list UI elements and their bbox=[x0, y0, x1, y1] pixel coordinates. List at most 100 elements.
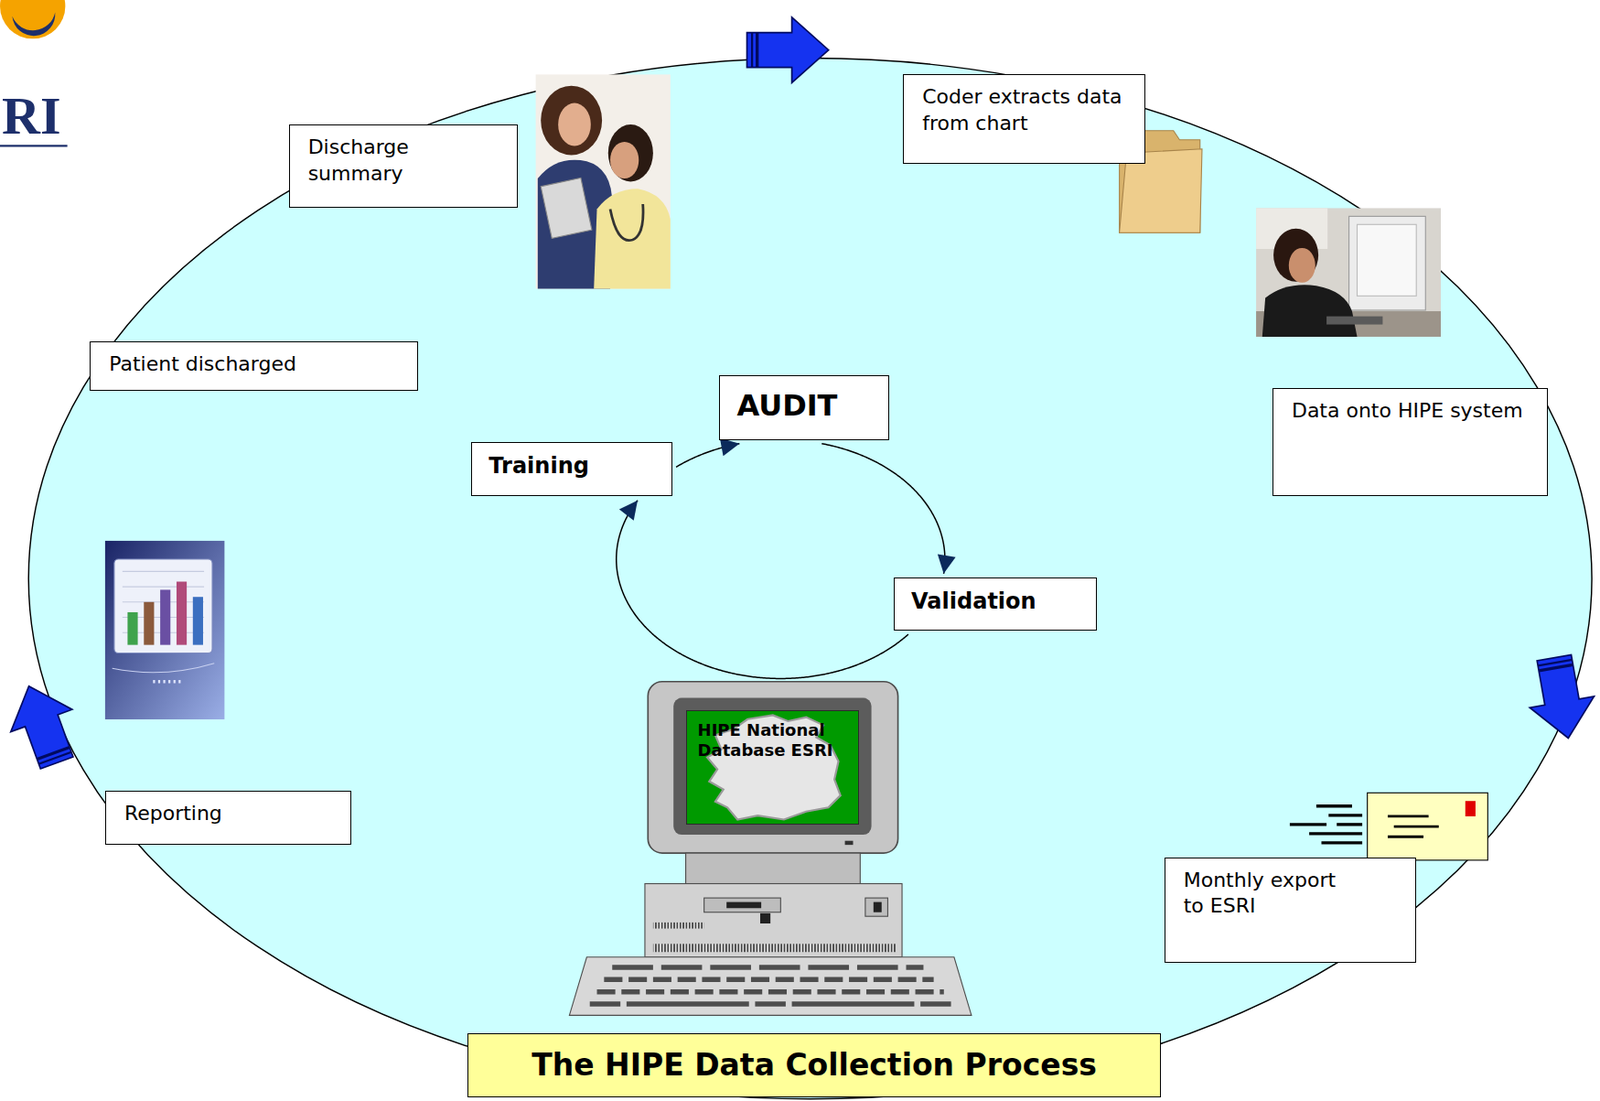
box-text: Reporting bbox=[124, 800, 333, 827]
cycle-ellipse bbox=[28, 58, 1592, 1099]
step-box: Patient discharged bbox=[89, 341, 419, 391]
nurses-photo bbox=[540, 177, 592, 238]
computer-illustration bbox=[653, 922, 705, 929]
box-text: Monthly export to ESRI bbox=[1183, 867, 1353, 920]
envelope-icon bbox=[1465, 800, 1476, 817]
cycle-connector bbox=[676, 443, 740, 468]
computer-illustration bbox=[845, 840, 854, 845]
title-box: The HIPE Data Collection Process bbox=[467, 1032, 1161, 1096]
computer-illustration bbox=[726, 902, 762, 909]
computer-illustration bbox=[590, 1000, 952, 1007]
logo-text: RI bbox=[1, 89, 61, 143]
coder-photo bbox=[1256, 207, 1441, 336]
envelope-icon bbox=[1328, 813, 1363, 817]
step-box: Coder extracts data from chart bbox=[902, 74, 1145, 164]
box-text: Data onto HIPE system bbox=[1291, 397, 1529, 425]
logo-mark bbox=[0, 0, 65, 39]
envelope-icon bbox=[1289, 822, 1327, 826]
flow-arrow bbox=[0, 674, 88, 774]
computer-illustration bbox=[603, 977, 934, 983]
title: The HIPE Data Collection Process bbox=[531, 1046, 1097, 1084]
envelope-icon bbox=[1387, 815, 1429, 818]
nurses-photo bbox=[558, 103, 591, 147]
logo-mark bbox=[0, 144, 68, 147]
box-text: Validation bbox=[911, 587, 1080, 616]
nurses-photo bbox=[536, 74, 671, 289]
flow-arrow bbox=[755, 32, 759, 68]
nurses-photo bbox=[540, 85, 602, 156]
cycle-ellipse bbox=[28, 58, 1592, 1099]
computer-illustration bbox=[597, 988, 945, 995]
computer-illustration bbox=[673, 697, 871, 835]
flow-arrow bbox=[1522, 651, 1600, 743]
cycle-step-box: AUDIT bbox=[719, 375, 889, 440]
chart-screen-image bbox=[176, 581, 187, 645]
nurses-photo bbox=[610, 141, 639, 179]
chart-screen-image bbox=[152, 679, 183, 683]
computer-illustration bbox=[569, 956, 971, 1016]
envelope-icon bbox=[1309, 831, 1363, 835]
computer-illustration bbox=[873, 902, 882, 913]
nurses-photo bbox=[593, 188, 671, 289]
envelope-icon bbox=[1336, 822, 1363, 826]
computer-illustration bbox=[686, 852, 861, 883]
envelope-icon bbox=[1320, 840, 1363, 844]
computer-illustration bbox=[653, 943, 896, 952]
box-text: AUDIT bbox=[736, 386, 871, 426]
chart-screen-image bbox=[127, 612, 138, 645]
cycle-step-box: Training bbox=[471, 441, 673, 496]
cycle-connector bbox=[616, 500, 909, 679]
logo-mark bbox=[11, 11, 55, 36]
flow-arrow bbox=[1522, 651, 1600, 743]
flow-arrow bbox=[1537, 659, 1572, 666]
chart-screen-image bbox=[112, 663, 215, 673]
flow-arrow bbox=[746, 17, 828, 83]
envelope-icon bbox=[1394, 825, 1439, 828]
coder-photo bbox=[1349, 215, 1427, 311]
flow-arrow bbox=[751, 32, 753, 68]
flow-arrow bbox=[0, 17, 1600, 774]
chart-screen-image bbox=[114, 558, 213, 654]
cycle-connector bbox=[821, 443, 945, 574]
nurses-photo bbox=[536, 74, 671, 289]
computer-illustration bbox=[612, 964, 924, 970]
coder-photo bbox=[1262, 284, 1358, 337]
computer-illustration bbox=[704, 897, 782, 913]
computer-illustration bbox=[647, 681, 898, 853]
computer-illustration bbox=[760, 912, 771, 924]
envelope-icon bbox=[1387, 835, 1424, 838]
coder-photo bbox=[1357, 224, 1418, 296]
step-box: Reporting bbox=[105, 790, 352, 845]
box-text: Patient discharged bbox=[108, 351, 399, 378]
computer-illustration bbox=[569, 681, 971, 1016]
computer-illustration bbox=[644, 883, 903, 957]
envelope-icon bbox=[1367, 792, 1489, 860]
chart-screen-image bbox=[105, 540, 226, 720]
flow-arrow bbox=[38, 751, 72, 764]
nurses-photo bbox=[608, 124, 654, 182]
chart-screen-image bbox=[105, 540, 226, 720]
step-box: Discharge summary bbox=[289, 124, 518, 208]
step-box: Monthly export to ESRI bbox=[1164, 857, 1418, 964]
flow-arrow bbox=[0, 674, 88, 774]
coder-photo bbox=[1288, 247, 1316, 283]
envelope-icon bbox=[1289, 805, 1363, 843]
logo-mark bbox=[0, 0, 68, 146]
chart-screen-image bbox=[143, 601, 154, 645]
computer-illustration bbox=[865, 897, 889, 916]
flow-arrow bbox=[36, 747, 70, 760]
box-text: HIPE National Database ESRI bbox=[697, 719, 849, 760]
step-box: Data onto HIPE system bbox=[1272, 387, 1548, 496]
chart-screen-image bbox=[193, 596, 204, 645]
cycle-step-box: Validation bbox=[893, 577, 1097, 631]
coder-photo bbox=[1256, 207, 1441, 336]
chart-screen-image bbox=[160, 589, 171, 645]
box-text: Discharge summary bbox=[308, 134, 499, 187]
box-text: Training bbox=[488, 451, 656, 481]
envelope-icon bbox=[1289, 792, 1488, 860]
box-text: Coder extracts data from chart bbox=[922, 84, 1126, 137]
nurses-photo bbox=[610, 204, 644, 241]
screen-display: HIPE National Database ESRI bbox=[686, 709, 860, 825]
coder-photo bbox=[1326, 316, 1383, 325]
